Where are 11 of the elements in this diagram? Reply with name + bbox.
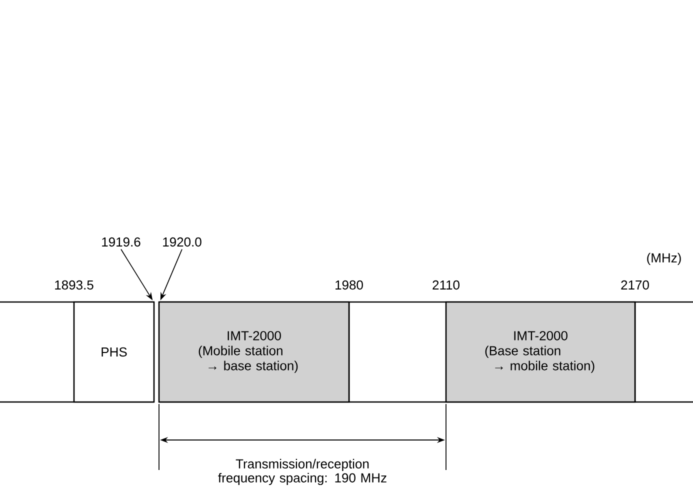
band-box: IMT-2000 (Mobile station → base station)	[158, 301, 350, 403]
band-box: PHS	[73, 301, 155, 403]
axis-label: 2110	[432, 280, 460, 290]
axis-label: 2170	[621, 280, 649, 290]
frequency-label: 1920.0	[163, 237, 202, 247]
axis-label: 1893.5	[55, 280, 94, 290]
axis-label: (MHz)	[647, 252, 681, 266]
axis-label: 1980	[336, 280, 363, 290]
frequency-label: 1919.6	[102, 237, 140, 247]
band-box: IMT-2000 (Base station → mobile station)	[445, 301, 636, 403]
dimension-label: Transmission/reception frequency spacing: 190 MHz	[206, 458, 398, 486]
